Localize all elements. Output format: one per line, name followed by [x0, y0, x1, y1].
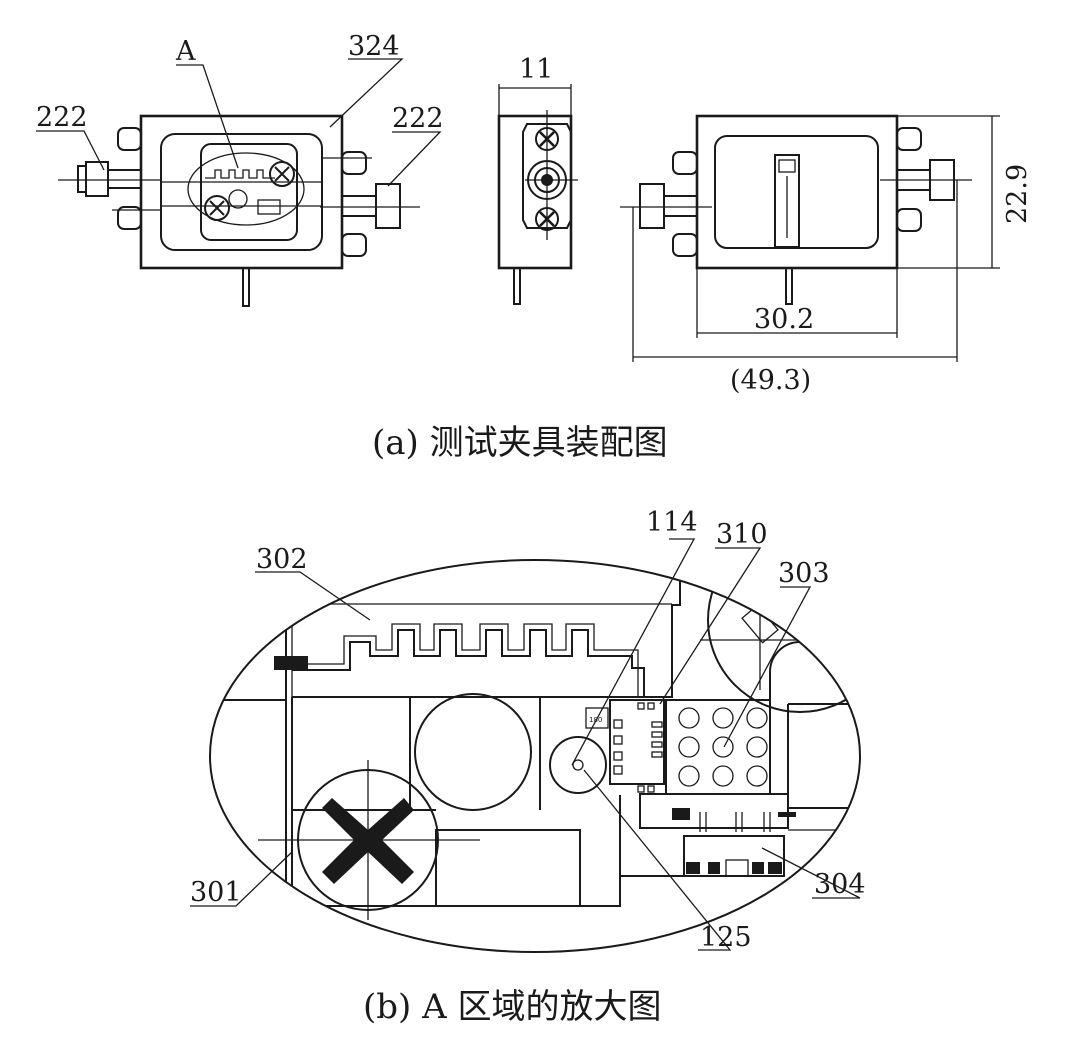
- dim-49-3: (49.3): [730, 365, 811, 396]
- label-302: 302: [256, 544, 308, 575]
- label-301: 301: [190, 877, 242, 908]
- label-222-left: 222: [36, 102, 88, 133]
- label-114: 114: [646, 507, 698, 538]
- pad-left: [274, 656, 308, 670]
- label-303: 303: [778, 558, 830, 589]
- dim-30-2: 30.2: [754, 304, 814, 335]
- enlarged-view: 180: [190, 507, 866, 953]
- label-222-right: 222: [392, 103, 444, 134]
- label-310: 310: [716, 519, 768, 550]
- label-324: 324: [348, 31, 400, 62]
- side-view: 11: [497, 54, 578, 305]
- back-view: 22.9 30.2 (49.3): [620, 114, 1033, 396]
- detail-ellipse: [209, 559, 861, 953]
- caption-b: (b) A 区域的放大图: [363, 987, 661, 1027]
- label-125: 125: [700, 922, 752, 953]
- label-304: 304: [814, 869, 866, 900]
- dim-11: 11: [519, 54, 553, 85]
- dim-22-9: 22.9: [1002, 164, 1033, 224]
- caption-a: (a) 测试夹具装配图: [372, 423, 668, 463]
- front-view: A 324 222 222: [36, 31, 444, 307]
- label-region-a: A: [175, 36, 196, 67]
